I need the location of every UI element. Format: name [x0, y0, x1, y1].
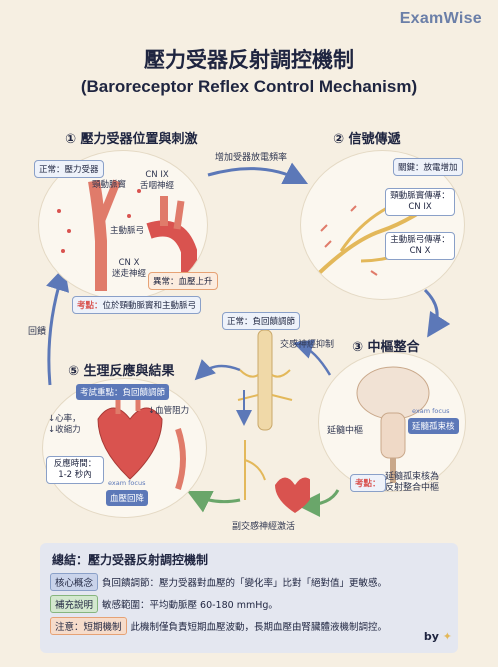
key-tag: 關鍵：放電增加: [393, 158, 463, 176]
arrow-3-to-para: [296, 489, 340, 517]
chip-note: 注意：短期機制: [50, 617, 127, 635]
parasympathetic-label: 副交感神經激活: [232, 522, 296, 532]
section-1-title: ① 壓力受器位置與刺激: [65, 132, 198, 147]
arrow-para-to-5: [186, 490, 241, 513]
vagus-heart-illustration: [244, 440, 310, 513]
chip-core: 核心概念: [50, 573, 99, 591]
byline: by ✦: [423, 630, 452, 643]
cn10-label: CN X 迷走神經: [112, 258, 147, 279]
aortic-arch-label: 主動脈弓: [110, 226, 145, 236]
carotid-sinus-label: 頸動脈竇: [92, 180, 127, 190]
brand-logo: ExamWise: [399, 10, 482, 27]
arrow-center-to-5: [194, 359, 241, 381]
exam-point-3: 考點：: [350, 474, 386, 492]
summary-row-core: 核心概念負回饋調節：壓力受器對血壓的「變化率」比對「絕對值」更敏感。: [50, 573, 387, 591]
page-subtitle: (Baroreceptor Reflex Control Mechanism): [80, 77, 418, 96]
sympathetic-label: 交感神經抑制: [280, 340, 335, 350]
exam-point-3-text: 延髓孤束核為 反射整合中樞: [385, 472, 440, 494]
vessel-resistance-label: ↓血管阻力: [148, 406, 190, 416]
exam-tag-5: 考試重點：負回饋調節: [76, 384, 170, 400]
summary-row-core-text: 負回饋調節：壓力受器對血壓的「變化率」比對「絕對值」更敏感。: [102, 578, 388, 589]
exam-focus-5: exam focus: [108, 479, 146, 487]
heart-illustration: [97, 394, 186, 490]
logo-icon: ✦: [442, 630, 452, 643]
feedback-label: 回饋: [28, 327, 47, 337]
exam-focus-3: exam focus: [412, 407, 450, 415]
normal-tag-center: 正常：負回饋調節: [222, 312, 301, 330]
abnormal-tag: 異常：血壓上升: [148, 272, 218, 290]
summary-title: 總結：壓力受器反射調控機制: [52, 553, 209, 567]
normal-tag-1: 正常：壓力受器: [34, 160, 104, 178]
exam-point-1: 考點：位於頸動脈竇和主動脈弓: [72, 296, 202, 314]
section-3-title: ③ 中樞整合: [352, 340, 420, 355]
arrow-5-to-1: [46, 266, 70, 386]
medulla-label: 延髓中樞: [327, 426, 364, 436]
arrow-1-to-2: [207, 162, 309, 185]
nts-label: 延髓孤束核: [408, 418, 459, 434]
section-3-circle: [318, 352, 466, 492]
chip-supplement: 補充說明: [50, 595, 99, 613]
aortic-conduction-box: 主動脈弓傳導： CN X: [385, 232, 455, 261]
summary-row-supplement: 補充說明敏感範圍：平均動脈壓 60-180 mmHg。: [50, 595, 278, 613]
carotid-conduction-box: 頸動脈竇傳導： CN IX: [385, 188, 455, 217]
arrow-2-to-3: [423, 288, 451, 338]
summary-row-note-text: 此機制僅負責短期血壓波動，長期血壓由腎臟體液機制調控。: [130, 622, 388, 633]
heart-rate-label: ↓心率， ↓收縮力: [48, 414, 81, 435]
cn9-label: CN IX 舌咽神經: [140, 170, 175, 191]
brainstem-illustration: [356, 366, 430, 483]
summary-panel: 總結：壓力受器反射調控機制 核心概念負回饋調節：壓力受器對血壓的「變化率」比對「…: [40, 543, 458, 653]
artery-illustration: [57, 179, 197, 291]
response-time-box: 反應時間： 1-2 秒內: [46, 456, 104, 485]
page-title: 壓力受器反射調控機制: [144, 48, 354, 72]
bp-drop-label: 血壓回降: [106, 490, 149, 506]
section-2-title: ② 信號傳遞: [333, 132, 401, 147]
section-5-title: ⑤ 生理反應與結果: [68, 364, 175, 379]
summary-row-note: 注意：短期機制此機制僅負責短期血壓波動，長期血壓由腎臟體液機制調控。: [50, 617, 387, 635]
spinal-cord-illustration: [236, 330, 293, 431]
arrow-top-label: 增加受器放電頻率: [215, 153, 288, 163]
summary-row-supplement-text: 敏感範圍：平均動脈壓 60-180 mmHg。: [102, 600, 278, 611]
arrow-3-to-center: [292, 339, 332, 376]
